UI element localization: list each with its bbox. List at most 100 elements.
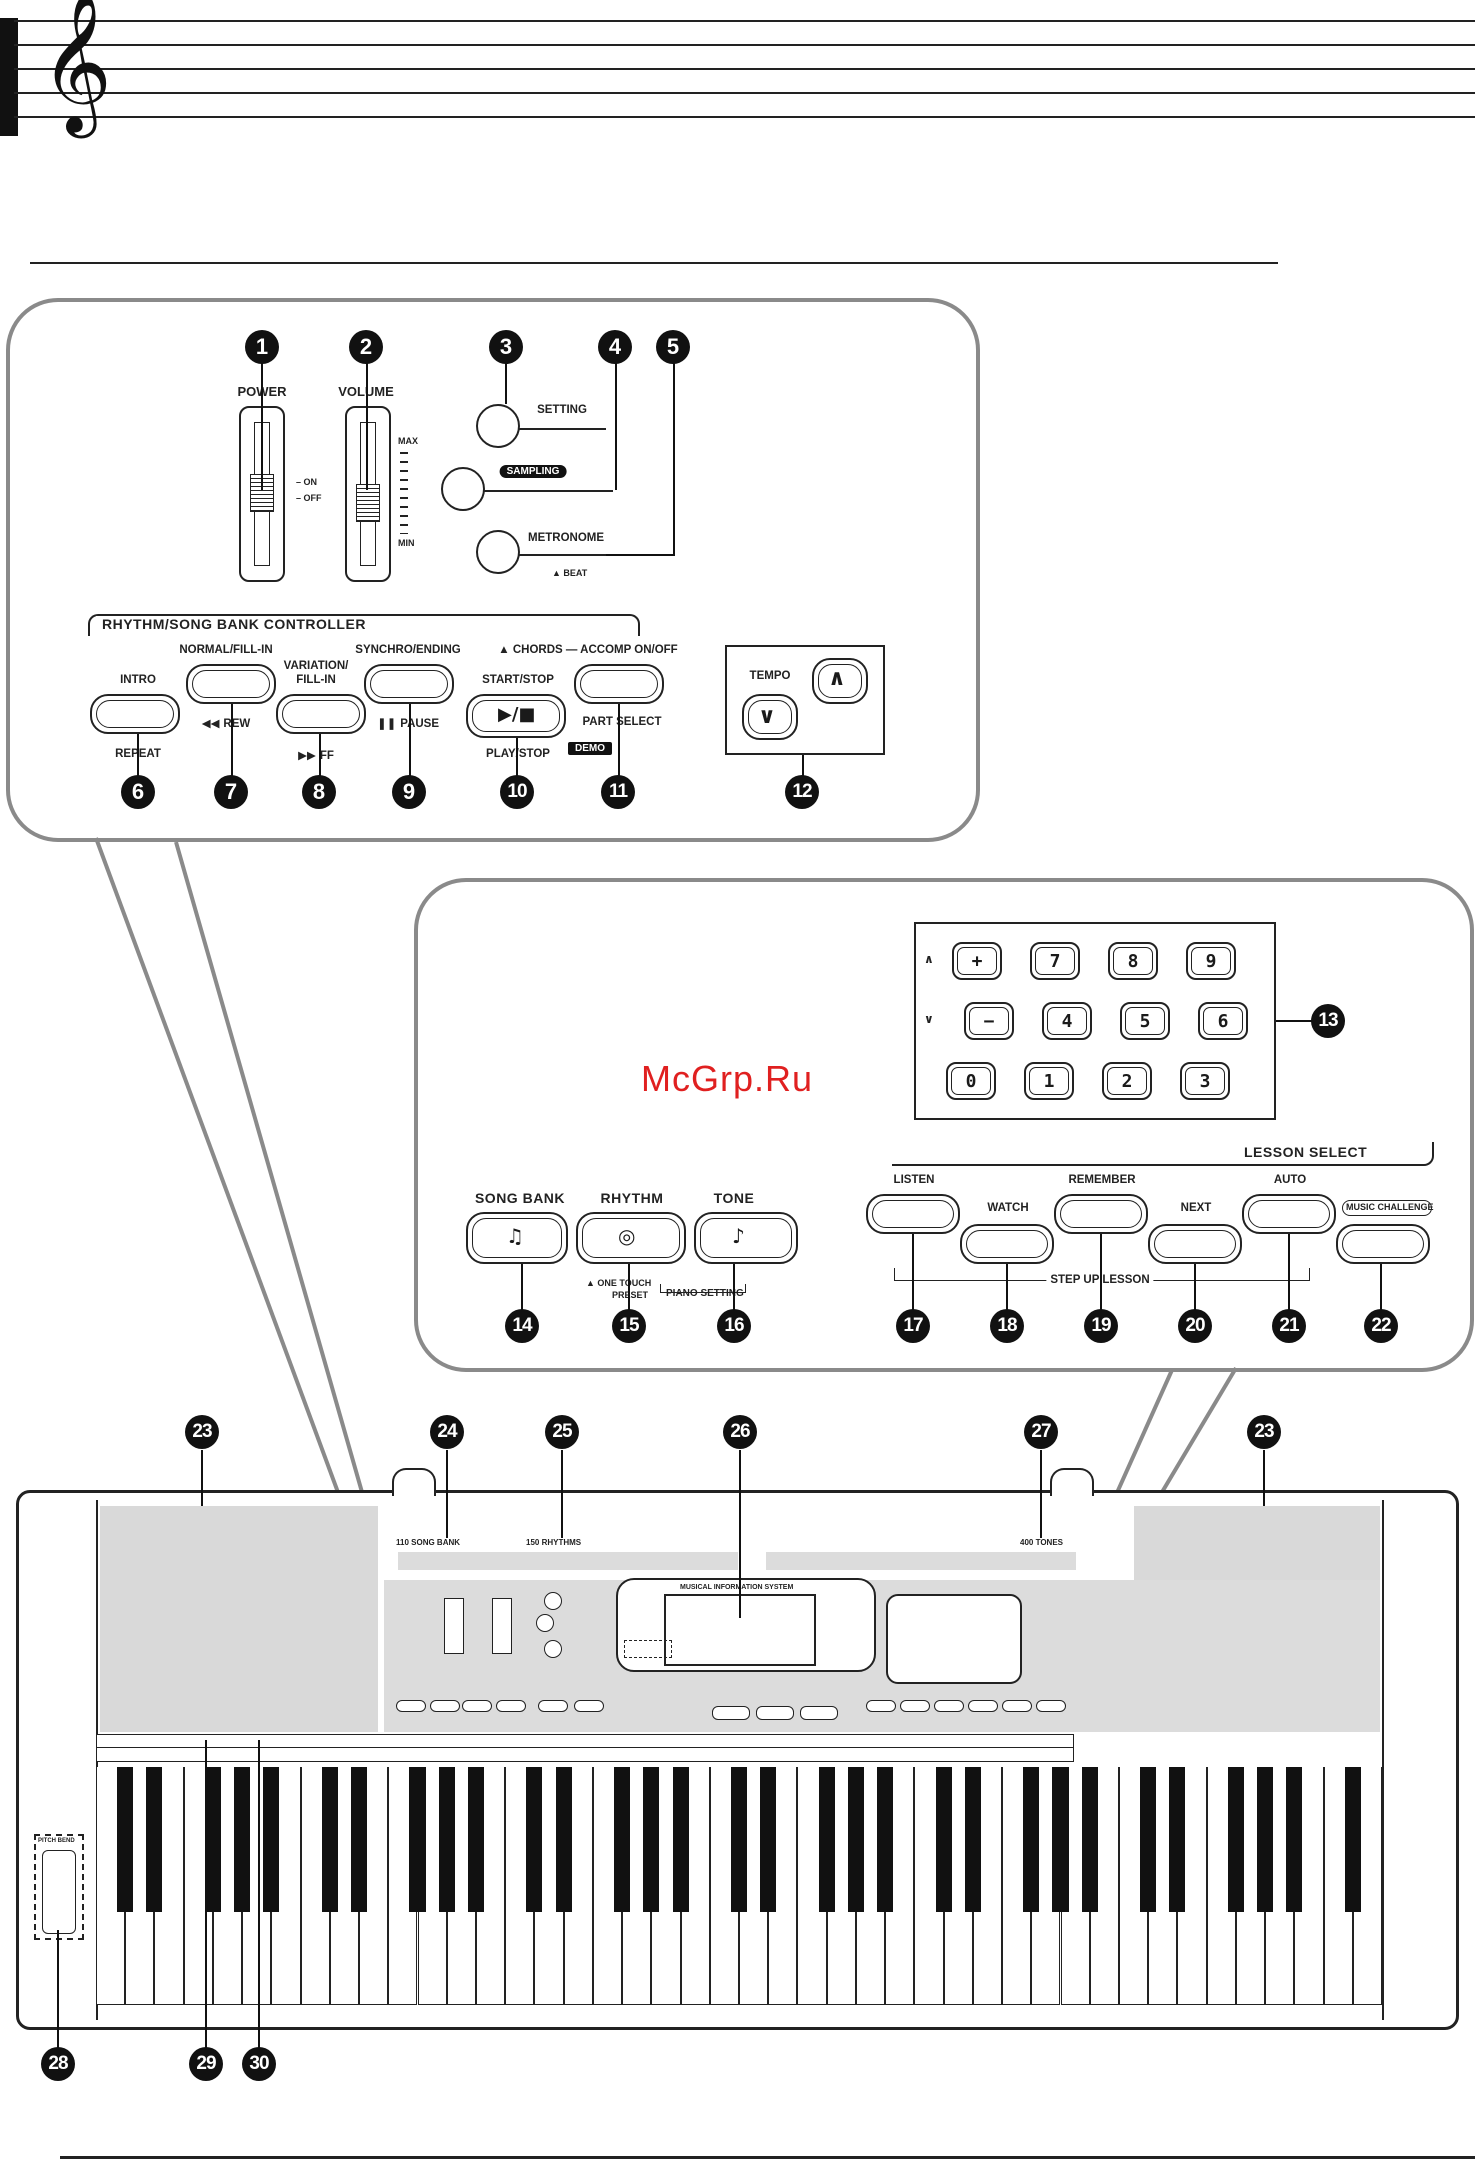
black-key[interactable] (263, 1767, 280, 1912)
mini-mode-button[interactable] (800, 1706, 838, 1720)
pitch-bend-wheel[interactable] (42, 1850, 76, 1934)
black-key[interactable] (321, 1767, 338, 1912)
chevron-up-icon: ∧ (828, 666, 846, 691)
black-key[interactable] (672, 1767, 689, 1912)
normal-fill-in-button[interactable] (186, 664, 276, 704)
power-off-label: – OFF (296, 493, 322, 503)
black-key[interactable] (467, 1767, 484, 1912)
metronome-button[interactable] (476, 530, 520, 574)
keypad-key[interactable]: 7 (1030, 942, 1080, 980)
leader-18 (1006, 1264, 1008, 1312)
keypad-key-label: 3 (1185, 1067, 1225, 1095)
tempo-down-button[interactable] (742, 694, 798, 740)
callout-12: 12 (785, 775, 819, 809)
black-key[interactable] (643, 1767, 660, 1912)
black-key[interactable] (760, 1767, 777, 1912)
volume-slider[interactable] (345, 406, 391, 582)
keypad-key[interactable]: 3 (1180, 1062, 1230, 1100)
mini-lesson-button[interactable] (1036, 1700, 1066, 1712)
leader-13 (1276, 1020, 1314, 1022)
tempo-up-button[interactable] (812, 658, 868, 704)
callout-13: 13 (1311, 1004, 1345, 1038)
mini-controller-button[interactable] (430, 1700, 460, 1712)
keypad-key[interactable]: 2 (1102, 1062, 1152, 1100)
mini-controller-button[interactable] (396, 1700, 426, 1712)
black-key[interactable] (935, 1767, 952, 1912)
black-key[interactable] (1286, 1767, 1303, 1912)
black-key[interactable] (117, 1767, 134, 1912)
watch-button[interactable] (960, 1224, 1054, 1264)
mini-lesson-button[interactable] (934, 1700, 964, 1712)
ff-label: ▶▶ FF (298, 748, 334, 762)
black-key[interactable] (964, 1767, 981, 1912)
setting-button[interactable] (476, 404, 520, 448)
staff-line (14, 68, 1475, 70)
tone-button[interactable] (694, 1212, 798, 1264)
variation-fill-in-button[interactable] (276, 694, 366, 734)
rhythm-button[interactable] (576, 1212, 686, 1264)
leader-7 (231, 704, 233, 778)
mini-keypad[interactable] (886, 1594, 1022, 1684)
black-key[interactable] (555, 1767, 572, 1912)
black-key[interactable] (614, 1767, 631, 1912)
keypad-key[interactable]: 5 (1120, 1002, 1170, 1040)
mini-controller-button[interactable] (462, 1700, 492, 1712)
black-key[interactable] (409, 1767, 426, 1912)
mini-power-switch[interactable] (444, 1598, 464, 1654)
leader-9 (409, 704, 411, 778)
black-key[interactable] (234, 1767, 251, 1912)
accomp-part-select-button[interactable] (574, 664, 664, 704)
black-key[interactable] (1081, 1767, 1098, 1912)
black-key[interactable] (730, 1767, 748, 1912)
mini-controller-button[interactable] (574, 1700, 604, 1712)
black-key[interactable] (847, 1767, 864, 1912)
sampling-button[interactable] (441, 467, 485, 511)
black-key[interactable] (204, 1767, 221, 1912)
keypad-key[interactable]: 8 (1108, 942, 1158, 980)
mini-controller-button[interactable] (538, 1700, 568, 1712)
next-button[interactable] (1148, 1224, 1242, 1264)
mini-lesson-button[interactable] (866, 1700, 896, 1712)
black-key[interactable] (1023, 1767, 1040, 1912)
auto-button[interactable] (1242, 1194, 1336, 1234)
mini-volume-slider[interactable] (492, 1598, 512, 1654)
mini-lesson-button[interactable] (900, 1700, 930, 1712)
mini-metronome-button[interactable] (544, 1640, 562, 1658)
black-key[interactable] (438, 1767, 455, 1912)
keypad-key[interactable]: 4 (1042, 1002, 1092, 1040)
black-key[interactable] (1140, 1767, 1157, 1912)
black-key[interactable] (818, 1767, 835, 1912)
keypad-key[interactable]: 1 (1024, 1062, 1074, 1100)
handle-left (392, 1468, 436, 1496)
black-key[interactable] (1227, 1767, 1244, 1912)
music-challenge-button[interactable] (1336, 1224, 1430, 1264)
black-key[interactable] (526, 1767, 543, 1912)
keypad-key[interactable]: 6 (1198, 1002, 1248, 1040)
keypad-key[interactable]: − (964, 1002, 1014, 1040)
intro-button[interactable] (90, 694, 180, 734)
song-bank-button[interactable] (466, 1212, 568, 1264)
black-key[interactable] (146, 1767, 163, 1912)
remember-button[interactable] (1054, 1194, 1148, 1234)
black-key[interactable] (1052, 1767, 1069, 1912)
mini-lesson-button[interactable] (968, 1700, 998, 1712)
black-key[interactable] (1344, 1767, 1361, 1912)
mini-controller-button[interactable] (496, 1700, 526, 1712)
listen-button[interactable] (866, 1194, 960, 1234)
black-key[interactable] (351, 1767, 368, 1912)
synchro-ending-button[interactable] (364, 664, 454, 704)
black-key[interactable] (877, 1767, 894, 1912)
leader-3 (505, 360, 507, 404)
mini-setting-button[interactable] (544, 1592, 562, 1610)
black-key[interactable] (1257, 1767, 1274, 1912)
guitar-icon: ♪ (732, 1224, 745, 1248)
mini-lesson-button[interactable] (1002, 1700, 1032, 1712)
black-key[interactable] (1169, 1767, 1186, 1912)
mini-sampling-button[interactable] (536, 1614, 554, 1632)
mini-mode-button[interactable] (712, 1706, 750, 1720)
keypad-key[interactable]: + (952, 942, 1002, 980)
keypad-key[interactable]: 9 (1186, 942, 1236, 980)
start-stop-button[interactable] (466, 694, 566, 738)
mini-mode-button[interactable] (756, 1706, 794, 1720)
keypad-key[interactable]: 0 (946, 1062, 996, 1100)
